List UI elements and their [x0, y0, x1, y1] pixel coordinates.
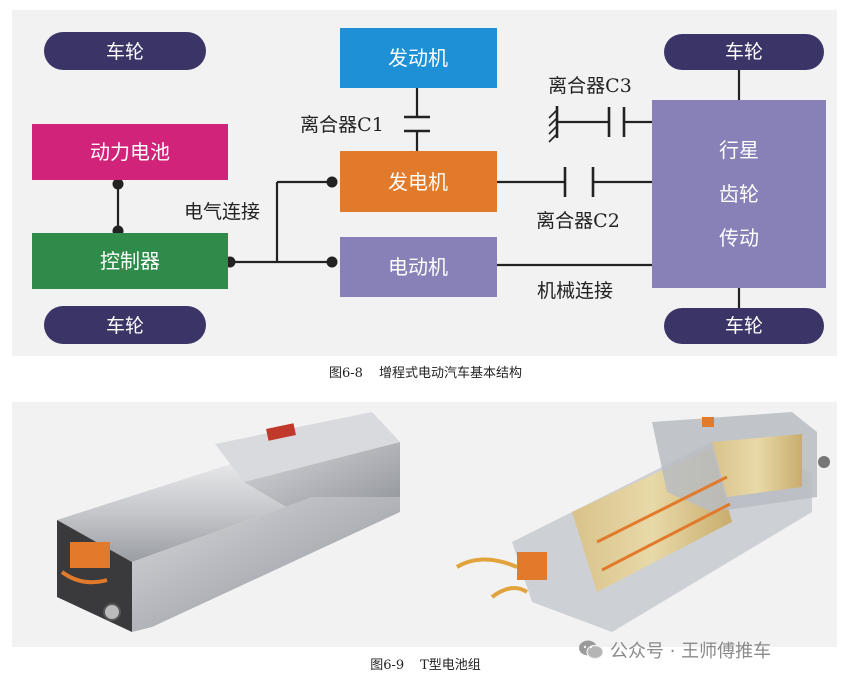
ground-hatch-4	[548, 133, 558, 143]
open-pack-cable-2	[490, 586, 529, 599]
clutch-c1-label: 离合器C1	[300, 114, 384, 136]
figure-6-8-number: 图6-8	[329, 366, 363, 381]
pack-rear-top	[215, 412, 400, 482]
wheel-top-left-label: 车轮	[106, 41, 144, 63]
battery-pack-open-image	[455, 412, 830, 632]
pack-orange-cable	[60, 570, 108, 585]
electrical-link-label: 电气连接	[184, 201, 260, 223]
wheel-bottom-left-label: 车轮	[106, 315, 144, 337]
wheel-bottom-right	[664, 308, 824, 344]
controller-block	[32, 233, 228, 289]
watermark: 公众号 · 王师傅推车	[578, 637, 771, 663]
planetary-label-line1: 行星	[719, 138, 759, 162]
figure-6-8-title: 增程式电动汽车基本结构	[378, 366, 522, 381]
structure-diagram-svg: 车轮 车轮 车轮 车轮 发动机 动力电池 控制器 发电机 电动机 行星 齿轮 传…	[32, 28, 826, 344]
battery-pack-closed-image	[57, 412, 400, 632]
connection-dots	[112, 176, 338, 268]
battery-photos-svg	[57, 412, 830, 632]
wheel-top-left	[44, 32, 206, 70]
planetary-label-line3: 传动	[719, 226, 759, 250]
open-pack-cable-1	[455, 557, 518, 569]
generator-block	[340, 151, 497, 212]
pack-top-connector	[266, 423, 296, 441]
wheel-bottom-right-label: 车轮	[725, 315, 763, 337]
clutch-c3-label: 离合器C3	[548, 75, 632, 97]
engine-block	[340, 28, 497, 88]
watermark-text: 公众号 · 王师傅推车	[610, 641, 772, 662]
figure-6-8-caption: 图6-8 增程式电动汽车基本结构	[0, 362, 851, 381]
wheel-top-right	[664, 34, 824, 70]
wheels: 车轮 车轮 车轮 车轮	[44, 32, 824, 344]
ground-hatch-1	[548, 109, 558, 119]
clutch-c2-label: 离合器C2	[536, 210, 620, 232]
open-pack-front-connector	[517, 552, 547, 580]
generator-label: 发电机	[388, 170, 448, 194]
battery-label: 动力电池	[90, 140, 170, 164]
open-pack-top-connector	[702, 417, 714, 427]
pack-top-surface	[57, 462, 312, 562]
open-pack-side-port	[818, 456, 830, 468]
figure-structure-diagram: 车轮 车轮 车轮 车轮 发动机 动力电池 控制器 发电机 电动机 行星 齿轮 传…	[12, 10, 837, 356]
figure-battery-photos	[12, 402, 837, 647]
engine-label: 发动机	[388, 46, 448, 70]
open-pack-busbar-1	[596, 475, 728, 544]
figure-6-9-caption: 图6-9 T型电池组	[0, 654, 851, 673]
planetary-gear-block	[652, 100, 826, 288]
wechat-icon	[578, 639, 604, 661]
wheel-bottom-left	[44, 306, 206, 344]
motor-block	[340, 237, 497, 297]
pack-front-port	[103, 603, 121, 621]
generator-left-dot	[326, 176, 338, 188]
pack-front-connector	[70, 542, 110, 568]
connection-lines	[116, 68, 741, 312]
ground-hatch-3	[548, 125, 558, 135]
planetary-label-line2: 齿轮	[719, 182, 759, 206]
open-pack-busbar-2	[601, 502, 731, 572]
pack-long-side	[132, 497, 400, 632]
motor-label: 电动机	[388, 255, 448, 279]
battery-block	[32, 124, 228, 180]
figure-6-9-number: 图6-9	[370, 658, 405, 673]
mechanical-link-label: 机械连接	[537, 280, 613, 302]
open-pack-cells-rear	[712, 434, 802, 497]
controller-label: 控制器	[100, 249, 160, 273]
figure-6-9-title: T型电池组	[420, 658, 481, 673]
ground-hatch-2	[548, 117, 558, 127]
wheel-top-right-label: 车轮	[725, 41, 763, 63]
battery-dot	[112, 178, 124, 190]
motor-left-dot	[326, 256, 338, 268]
